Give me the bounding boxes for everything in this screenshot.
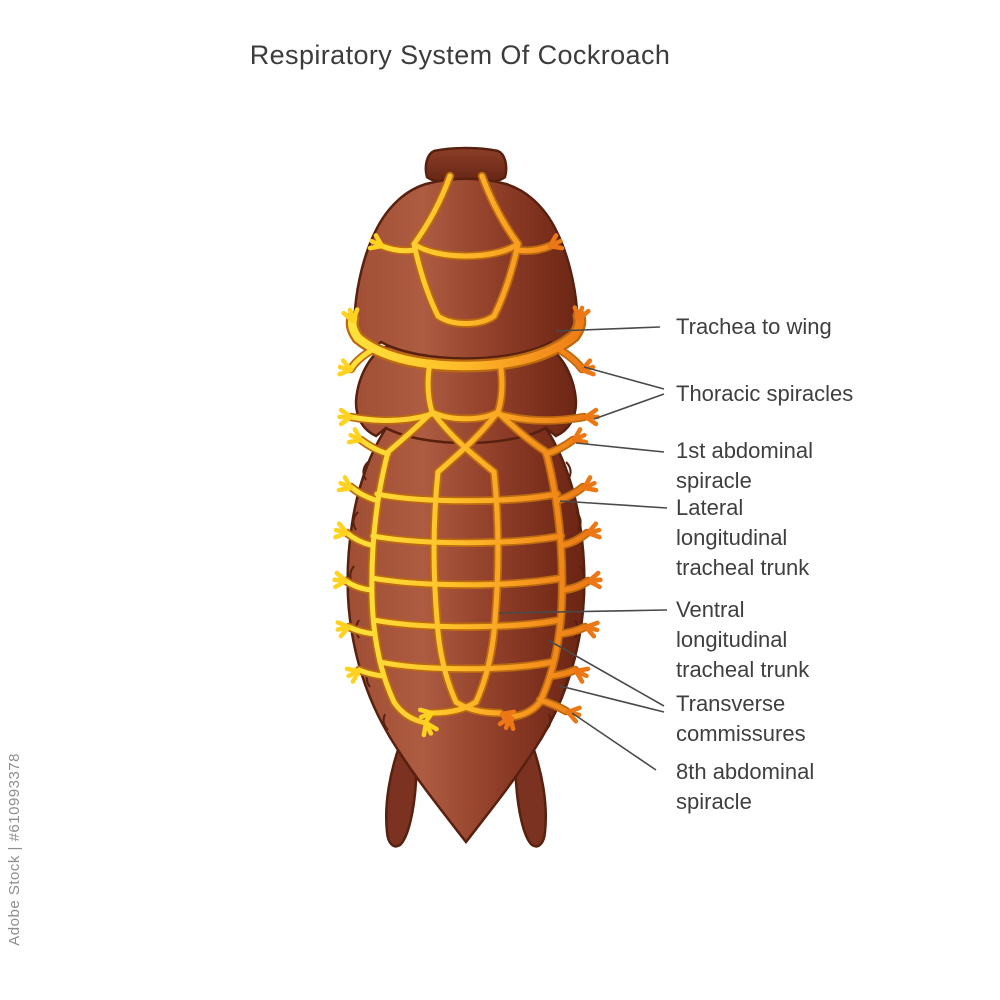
label-transverse-commissures: Transverse commissures [676,691,806,746]
leader-ventral-trunk [498,609,668,614]
page-title: Respiratory System Of Cockroach [249,40,671,70]
label-eighth-abdominal-spiracle: 8th abdominal spiracle [676,759,815,814]
leader-lines [498,326,668,771]
pronotum-plate [353,177,579,360]
label-ventral-longitudinal-tracheal-trunk: Ventral longitudinal tracheal trunk [676,597,810,682]
leader-eighth-abdominal-spiracle [571,712,657,771]
leader-trachea-to-wing [555,326,661,332]
leader-transverse-commissure-upper [547,639,665,707]
label-first-abdominal-spiracle: 1st abdominal spiracle [676,438,813,493]
label-trachea-to-wing: Trachea to wing [676,314,832,339]
leader-thoracic-spiracle-upper [583,366,665,390]
label-lateral-longitudinal-tracheal-trunk: Lateral longitudinal tracheal trunk [676,495,810,580]
leader-transverse-commissure-lower [559,685,665,713]
leader-thoracic-spiracle-lower [593,393,665,420]
leader-first-abdominal-spiracle [575,442,665,453]
label-thoracic-spiracles: Thoracic spiracles [676,381,854,406]
leader-lateral-trunk [559,500,668,509]
